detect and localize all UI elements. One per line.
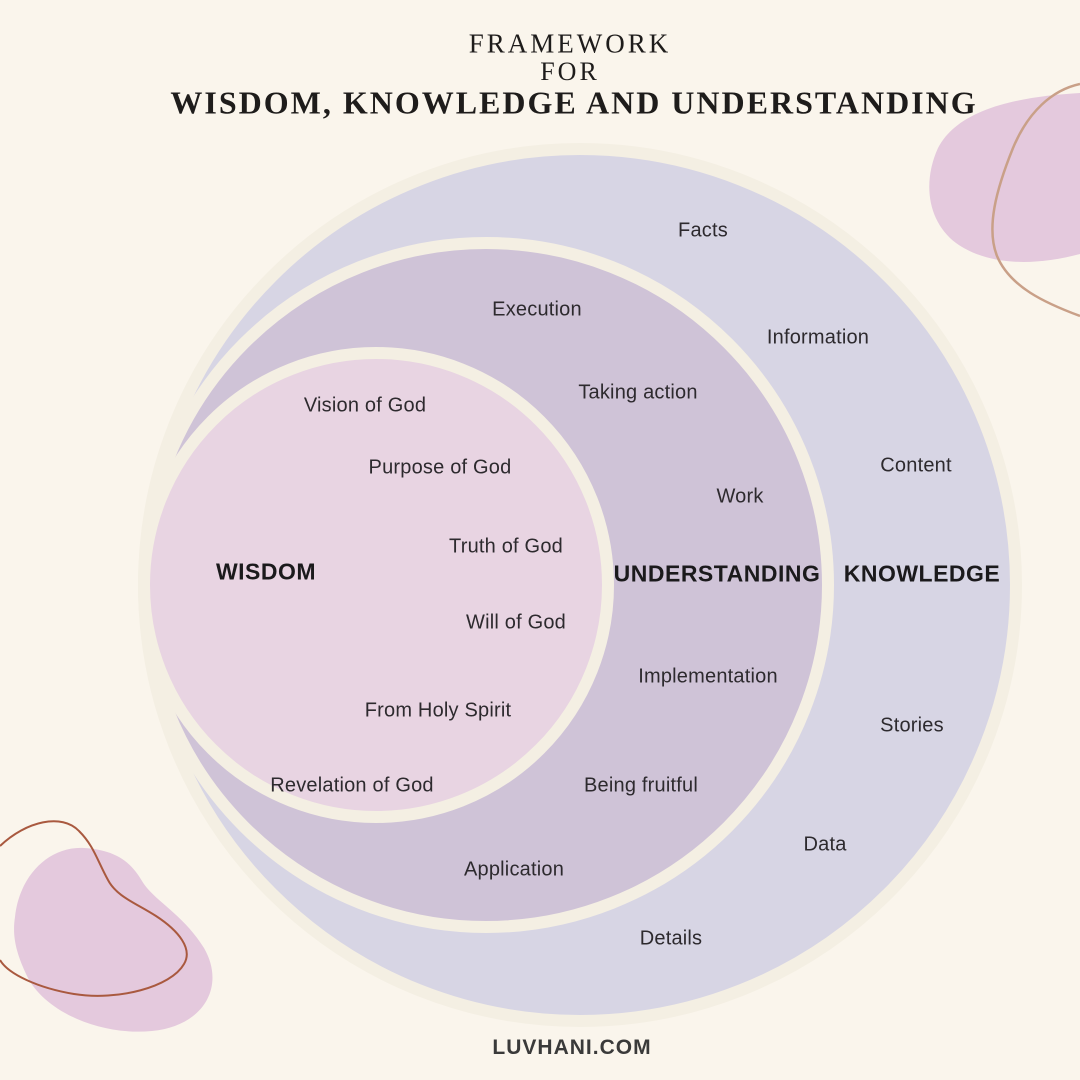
knowledge-label: KNOWLEDGE: [843, 560, 1001, 587]
website-footer: LUVHANI.COM: [492, 1036, 652, 1059]
squiggle-line-top-right: [991, 82, 1080, 318]
knowledge-item-data: Data: [803, 833, 847, 856]
knowledge-item-content: Content: [880, 454, 952, 477]
knowledge-item-facts: Facts: [678, 219, 728, 242]
wisdom-item-vision-of-god: Vision of God: [303, 394, 427, 417]
title-line-1: FRAMEWORK: [468, 28, 672, 59]
understanding-item-execution: Execution: [492, 298, 582, 321]
wisdom-item-will-of-god: Will of God: [465, 611, 567, 634]
pink-blob-bottom-left: [14, 847, 213, 1032]
understanding-item-application: Application: [463, 858, 565, 881]
wisdom-circle: [138, 347, 614, 823]
wisdom-item-purpose-of-god: Purpose of God: [368, 456, 512, 479]
understanding-item-work: Work: [716, 485, 764, 508]
understanding-label: UNDERSTANDING: [613, 560, 821, 587]
title-line-2: FOR: [540, 57, 600, 86]
knowledge-item-details: Details: [639, 927, 703, 950]
wisdom-item-from-holy-spirit: From Holy Spirit: [364, 699, 512, 722]
wisdom-label: WISDOM: [215, 558, 317, 585]
title-line-3: WISDOM, KNOWLEDGE AND UNDERSTANDING: [170, 84, 978, 121]
wisdom-item-truth-of-god: Truth of God: [449, 535, 563, 558]
wisdom-item-revelation-of-god: Revelation of God: [270, 774, 434, 797]
understanding-item-being-fruitful: Being fruitful: [584, 774, 698, 797]
knowledge-item-stories: Stories: [880, 714, 944, 737]
understanding-item-implementation: Implementation: [638, 665, 778, 688]
understanding-item-taking-action: Taking action: [578, 381, 698, 404]
knowledge-item-information: Information: [766, 326, 870, 349]
squiggle-line-bottom-left: [0, 820, 188, 997]
pink-blob-top-right: [929, 93, 1080, 262]
